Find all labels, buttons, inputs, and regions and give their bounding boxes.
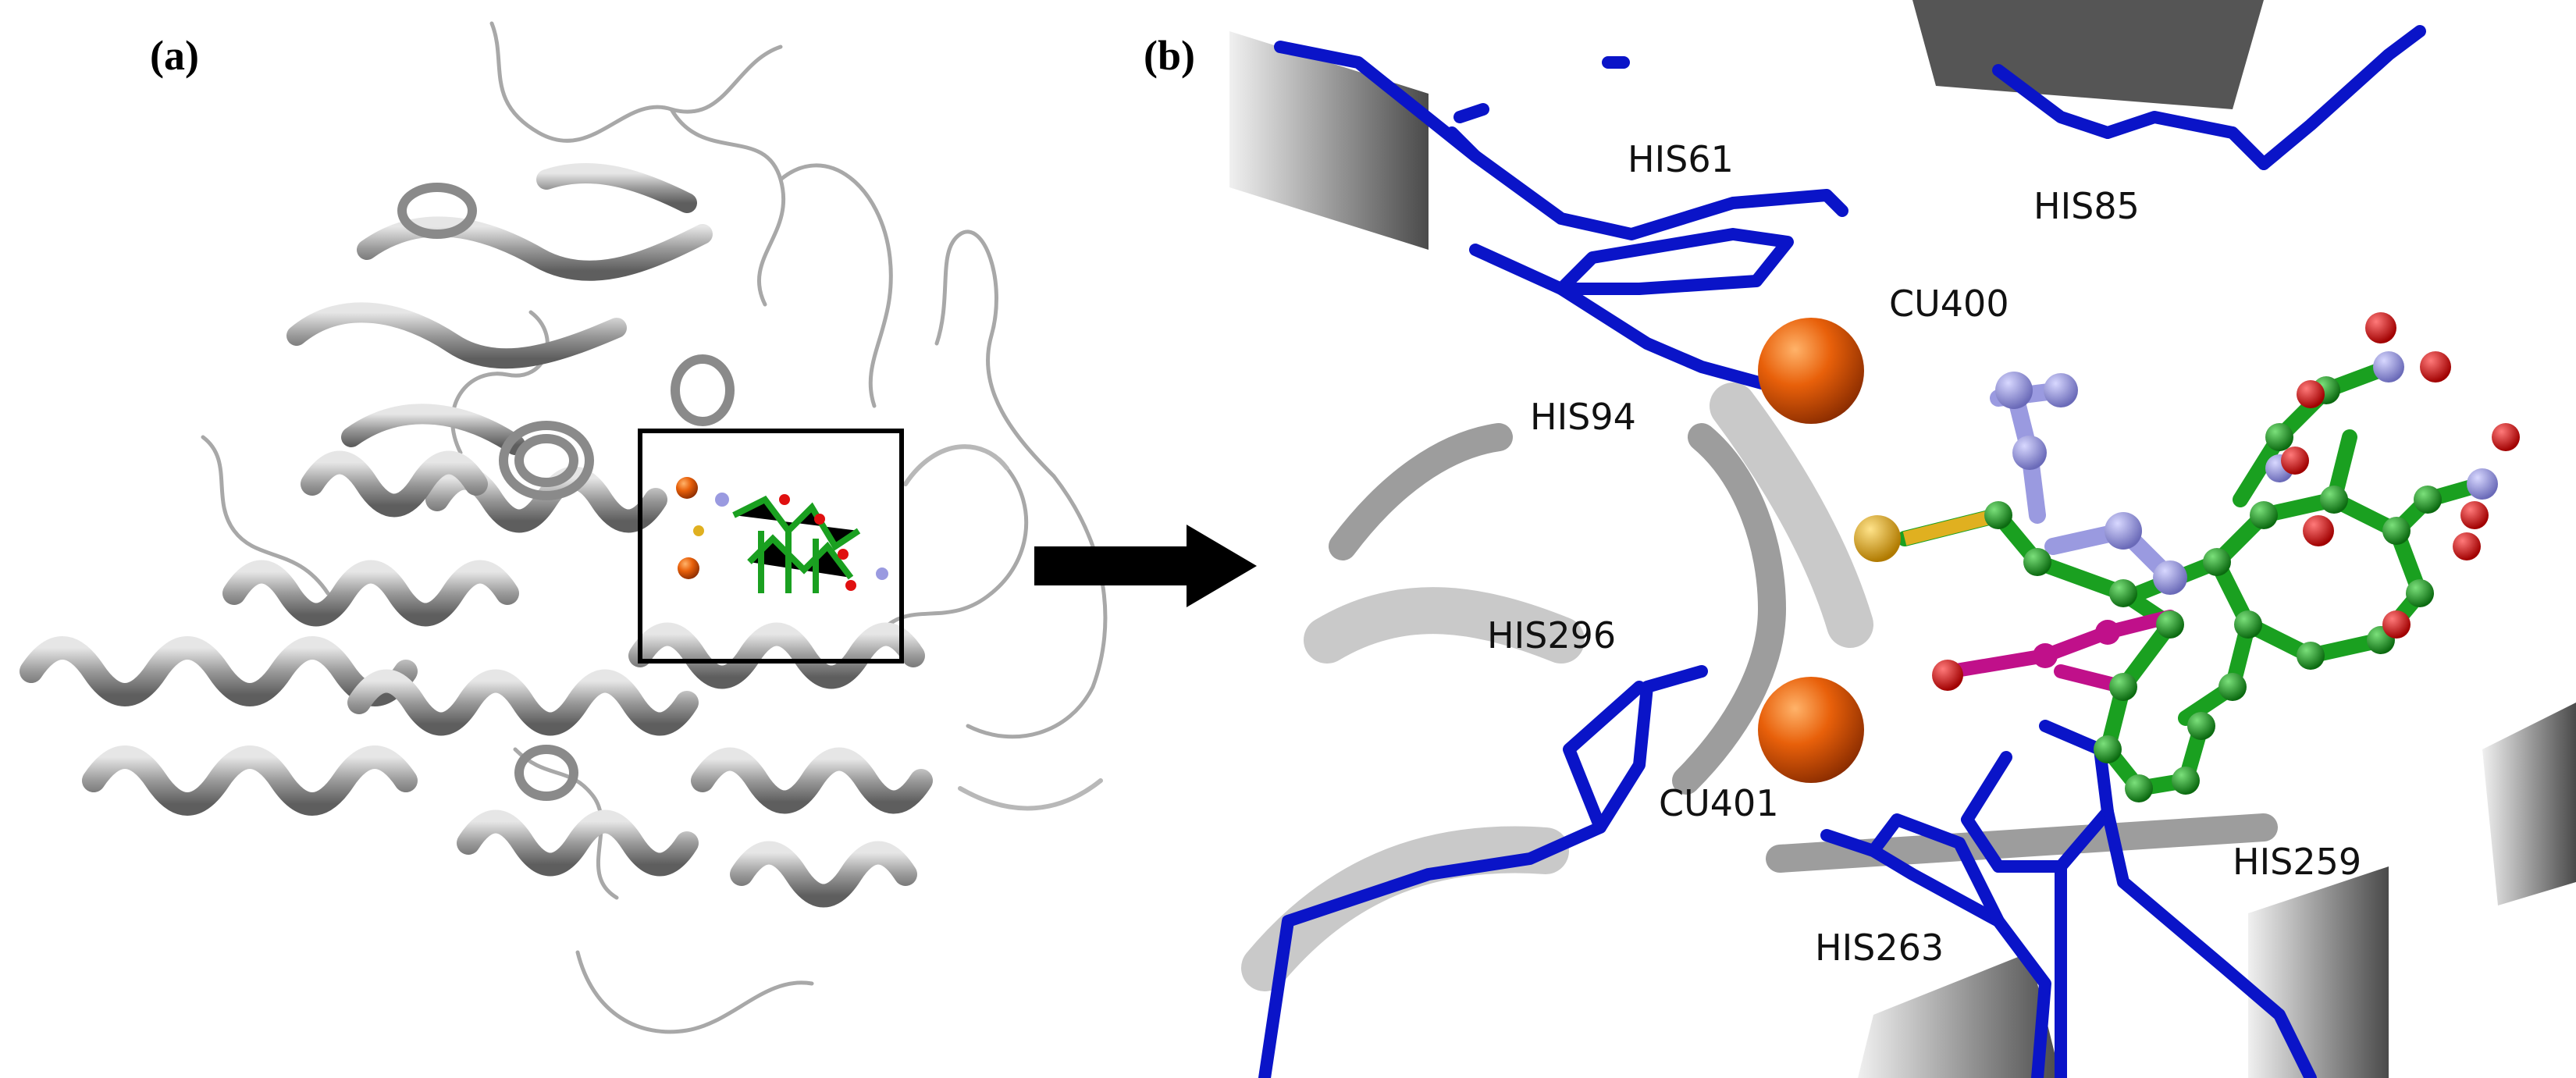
label-his296: HIS296 [1487, 614, 1616, 656]
active-site-box [638, 429, 904, 664]
label-his94: HIS94 [1530, 396, 1636, 438]
label-cu401: CU401 [1659, 782, 1779, 824]
ligand-atoms [1854, 312, 2520, 802]
copper-atom-cu401 [1758, 677, 1864, 783]
copper-atom-cu400 [1758, 318, 1864, 424]
label-his61: HIS61 [1628, 138, 1734, 180]
panel-b-letter: (b) [1144, 32, 1195, 79]
ligand-mini [676, 477, 888, 593]
label-his85: HIS85 [2033, 185, 2140, 227]
label-his259: HIS259 [2233, 841, 2361, 883]
zoom-arrow [1034, 525, 1257, 607]
panel-a-letter: (a) [150, 32, 199, 79]
label-cu400: CU400 [1889, 283, 2009, 325]
label-his263: HIS263 [1815, 927, 1944, 969]
protein-overview [20, 21, 1108, 1034]
active-site-detail: HIS61 HIS85 CU400 HIS94 HIS296 CU401 HIS… [1229, 0, 2576, 1078]
